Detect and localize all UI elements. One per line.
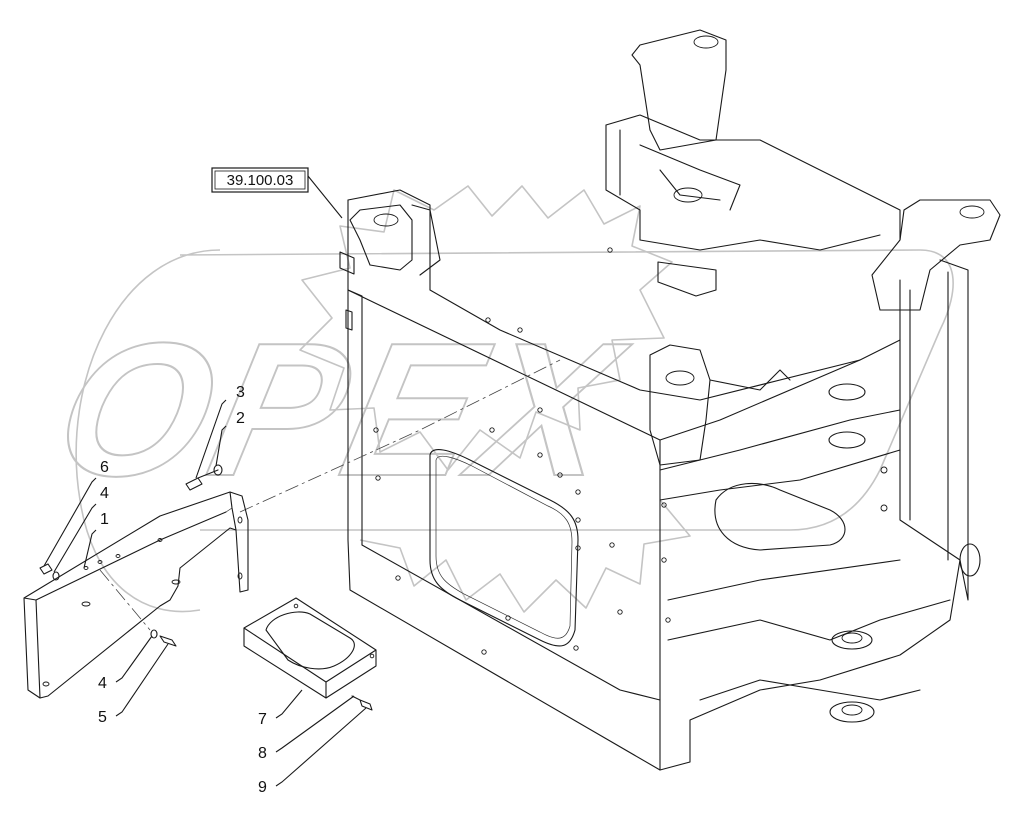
washer-part-4-bottom [150,629,158,639]
callout-3: 3 [236,384,245,401]
right-pivot-arm [871,199,1001,311]
screw-part-9 [351,695,373,711]
leader-ref-box [307,175,343,219]
front-access-opening [429,449,579,647]
callout-4-bottom: 4 [98,675,107,692]
main-frame [339,29,1001,771]
callout-8: 8 [258,745,267,762]
bolt-part-5 [159,635,177,647]
assembly-centerline [239,359,561,513]
bracket-plate-part-1 [23,491,249,699]
callout-7: 7 [258,711,267,728]
left-pivot-block [349,204,413,271]
bolt-centerline [99,569,151,631]
cover-box-cutout [265,611,355,670]
frame-mounting-holes [373,247,888,655]
nut-part-6 [39,563,53,575]
washer-part-4-top [52,571,60,581]
bolt-part-3 [185,469,219,491]
reference-link-box[interactable]: 39.100.03 [211,167,309,193]
watermark-gear-lower [359,499,691,613]
upper-pivot-tower [631,29,727,151]
frame-front-face [347,199,661,771]
callout-leaders [43,175,367,787]
watermark-swoosh [75,249,954,613]
cover-box-part-7 [243,597,377,699]
center-pivot-block [649,344,711,466]
callout-2: 2 [236,410,245,427]
reference-box-label[interactable]: 39.100.03 [227,172,294,189]
callout-6: 6 [100,459,109,476]
callout-1: 1 [100,511,109,528]
callout-numbers: 3 2 6 4 1 4 5 7 8 9 [98,384,267,796]
watermark-gear-outline [299,185,673,471]
watermark-text: OPEX [40,303,641,516]
callout-9: 9 [258,779,267,796]
callout-4-top: 4 [100,485,109,502]
fasteners-group [39,464,373,711]
callout-5: 5 [98,709,107,726]
washer-part-2 [213,464,223,476]
